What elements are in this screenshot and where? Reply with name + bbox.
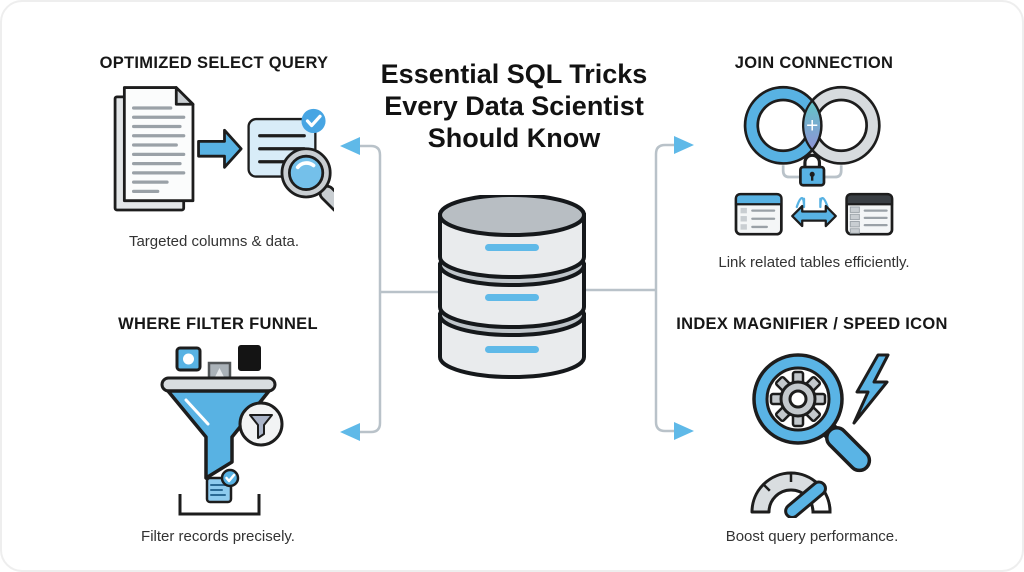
- collection-bracket: [178, 494, 261, 516]
- lock-bracket-lines: [781, 165, 843, 179]
- page-title-line: Every Data Scientist: [384, 91, 644, 121]
- database-activity-bars: [485, 244, 539, 353]
- page-title: Essential SQL Tricks Every Data Scientis…: [334, 58, 694, 154]
- funnel-rim: [160, 376, 277, 393]
- left-table-icon: [734, 192, 783, 236]
- heading-join-connection: JOIN CONNECTION: [734, 54, 894, 72]
- right-arrow-icon: [197, 128, 243, 169]
- double-arrow-icon: [791, 204, 837, 228]
- speedometer-icon: [750, 471, 832, 518]
- select-query-icon: [113, 86, 334, 214]
- filter-badge-icon: [238, 401, 284, 447]
- arrow-to-where-icon: [340, 423, 360, 441]
- filtered-record-icon: [205, 468, 240, 504]
- caption-where-filter-funnel: Filter records precisely.: [141, 528, 295, 545]
- venn-diagram-icon: +: [743, 85, 881, 165]
- gear-icon: [769, 370, 827, 428]
- caption-join-connection: Link related tables efficiently.: [718, 254, 910, 271]
- connector-paths: [358, 143, 676, 434]
- lock-icon: [799, 153, 826, 187]
- heading-where-filter-funnel: WHERE FILTER FUNNEL: [118, 315, 318, 333]
- join-connection-icon: +: [734, 85, 894, 236]
- page-title-line: Essential SQL Tricks: [380, 59, 648, 89]
- document-pages: [113, 86, 195, 212]
- bridge-icon: [795, 197, 829, 209]
- right-table-icon: [845, 192, 894, 236]
- heading-index-magnifier-speed: INDEX MAGNIFIER / SPEED ICON: [676, 315, 948, 333]
- heading-optimized-select-query: OPTIMIZED SELECT QUERY: [99, 54, 329, 72]
- page-title-line: Should Know: [427, 123, 601, 153]
- falling-shapes: [175, 345, 261, 381]
- magnifier-gear-icon: [752, 353, 872, 473]
- where-filter-funnel-icon: [160, 345, 284, 516]
- arrow-to-select-icon: [340, 137, 360, 155]
- database-icon: [438, 195, 586, 379]
- connector-arrowheads: [340, 136, 694, 441]
- index-magnifier-speed-icon: [750, 353, 890, 518]
- venn-overlap-plus: +: [806, 115, 818, 138]
- magnifier-icon: [280, 147, 334, 214]
- funnel-highlight: [184, 398, 210, 426]
- caption-index-magnifier-speed: Boost query performance.: [725, 528, 899, 545]
- arrow-to-index-icon: [674, 422, 694, 440]
- arrow-to-join-icon: [674, 136, 694, 154]
- caption-optimized-select-query: Targeted columns & data.: [128, 233, 300, 250]
- lightning-bolt-icon: [852, 353, 890, 425]
- check-badge-icon: [301, 108, 326, 133]
